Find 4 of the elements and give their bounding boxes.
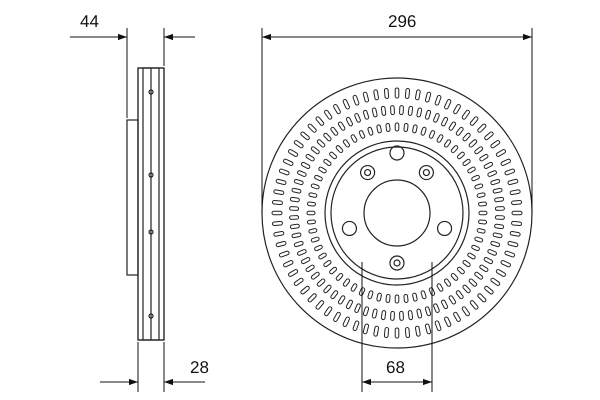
dimension-label: 296 (388, 12, 416, 32)
dimension-label: 68 (386, 358, 405, 378)
dimension-label: 28 (190, 358, 209, 378)
dimension-label: 44 (80, 12, 99, 32)
